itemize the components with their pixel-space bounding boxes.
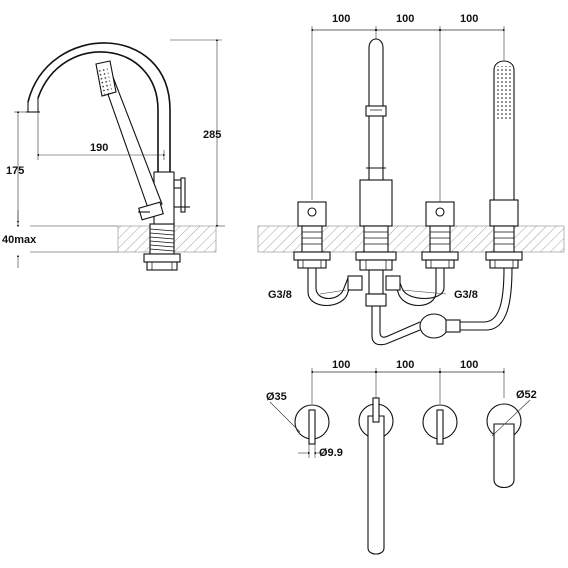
side-spout-outlet <box>27 98 39 113</box>
front-piping <box>307 267 513 346</box>
plan-spacing-3: 100 <box>460 359 478 371</box>
side-view: 285 190 175 40max <box>2 38 225 271</box>
side-height-dimension: 285 <box>203 129 221 141</box>
side-handle-lever <box>180 177 186 213</box>
side-handle-stub <box>173 179 182 189</box>
front-spout <box>355 38 397 271</box>
plan-spacing-2: 100 <box>396 359 414 371</box>
plan-spout <box>358 397 394 555</box>
front-left-valve <box>293 201 331 269</box>
front-right-valve <box>421 201 459 269</box>
front-connection-right: G3/8 <box>454 289 478 301</box>
side-spout-height-dimension: 175 <box>6 165 24 177</box>
front-connection-left: G3/8 <box>268 289 292 301</box>
plan-right-handle <box>422 404 458 445</box>
plan-hole-diameter-label: Ø9.9 <box>319 447 343 459</box>
side-spout-inner <box>27 42 171 208</box>
front-spacing-2: 100 <box>396 13 414 25</box>
front-view: 100 100 100 <box>257 13 565 346</box>
side-spout-outer <box>37 51 159 208</box>
front-spacing-3: 100 <box>460 13 478 25</box>
plan-hand-shower <box>486 403 522 489</box>
plan-handle-diameter-label: Ø35 <box>266 391 287 403</box>
plan-view: 100 100 100 Ø35 Ø9.9 <box>266 359 537 555</box>
plan-shower-diameter-label: Ø52 <box>516 389 537 401</box>
side-hand-shower <box>95 60 164 221</box>
plan-left-handle <box>294 404 330 445</box>
side-reach-dimension: 190 <box>90 142 108 154</box>
front-spacing-1: 100 <box>332 13 350 25</box>
plan-spacing-1: 100 <box>332 359 350 371</box>
side-deck-thickness-dimension: 40max <box>2 234 37 246</box>
